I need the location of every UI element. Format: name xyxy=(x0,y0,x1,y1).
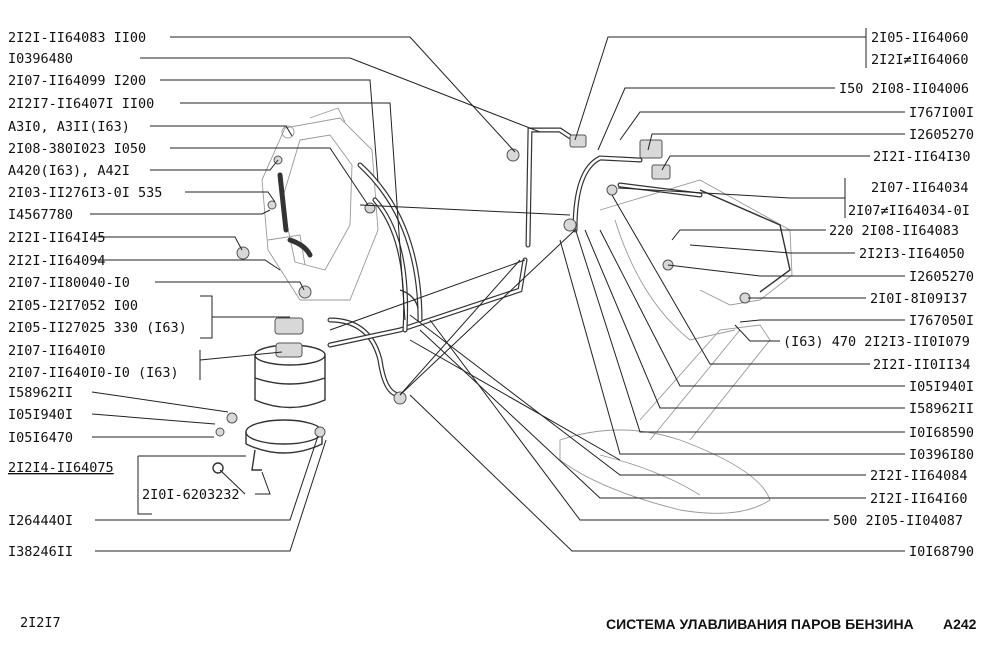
left-label-9: I4567780 xyxy=(8,207,73,223)
right-label-2: 2I2I≠II64060 xyxy=(871,52,969,68)
left-label-19: I05I6470 xyxy=(8,430,73,446)
right-label-17: I58962II xyxy=(909,401,974,417)
left-label-15: 2I07-II640I0 xyxy=(8,343,106,359)
small-parts xyxy=(215,134,751,438)
right-label-23: I0I68790 xyxy=(909,544,974,560)
right-label-1: 2I05-II64060 xyxy=(871,30,969,46)
footer-page-number: A242 xyxy=(943,616,977,632)
right-label-7: 2I07-II64034 xyxy=(871,180,969,196)
left-label-1: 2I2I-II64083 II00 xyxy=(8,30,146,46)
right-label-6: 2I2I-II64I30 xyxy=(873,149,971,165)
left-label-20: 2I2I4-II64075 xyxy=(8,460,114,476)
right-label-column: 2I05-II64060 2I2I≠II64060 I50 2I08-II040… xyxy=(783,30,974,560)
right-label-19: I0396I80 xyxy=(909,447,974,463)
right-label-22: 500 2I05-II04087 xyxy=(833,513,963,529)
left-label-10: 2I2I-II64I45 xyxy=(8,230,106,246)
hoses xyxy=(277,127,703,398)
left-label-8: 2I03-II276I3-0I 535 xyxy=(8,185,162,201)
left-label-22: I26444OI xyxy=(8,513,73,529)
left-label-4: 2I2I7-II6407I II00 xyxy=(8,96,154,112)
left-label-18: I05I940I xyxy=(8,407,73,423)
right-label-11: I2605270 xyxy=(909,269,974,285)
leader-lines xyxy=(90,28,905,552)
right-label-8: 2I07≠II64034-0I xyxy=(848,203,970,219)
right-label-4: I767I00I xyxy=(909,105,974,121)
right-label-21: 2I2I-II64I60 xyxy=(870,491,968,507)
right-label-5: I2605270 xyxy=(909,127,974,143)
right-label-10: 2I2I3-II64050 xyxy=(859,246,965,262)
left-label-23: I38246II xyxy=(8,544,73,560)
left-label-5: A3I0, A3II(I63) xyxy=(8,119,130,135)
left-label-12: 2I07-II80040-I0 xyxy=(8,275,130,291)
left-label-11: 2I2I-II64094 xyxy=(8,253,106,269)
left-label-13: 2I05-I2I7052 I00 xyxy=(8,298,138,314)
left-label-column: 2I2I-II64083 II00 I0396480 2I07-II64099 … xyxy=(8,30,240,560)
left-label-21: 2I0I-6203232 xyxy=(142,487,240,503)
left-label-3: 2I07-II64099 I200 xyxy=(8,73,146,89)
right-label-20: 2I2I-II64084 xyxy=(870,468,968,484)
footer-page-code: 2I2I7 xyxy=(20,615,61,631)
right-label-18: I0I68590 xyxy=(909,425,974,441)
left-label-6: 2I08-380I023 I050 xyxy=(8,141,146,157)
canister xyxy=(212,317,326,474)
right-label-14: (I63) 470 2I2I3-II0I079 xyxy=(783,334,970,350)
right-label-3: I50 2I08-II04006 xyxy=(839,81,969,97)
right-label-12: 2I0I-8I09I37 xyxy=(870,291,968,307)
left-label-2: I0396480 xyxy=(8,51,73,67)
right-label-16: I05I940I xyxy=(909,379,974,395)
left-label-16: 2I07-II640I0-I0 (I63) xyxy=(8,365,179,381)
left-label-14: 2I05-II27025 330 (I63) xyxy=(8,320,187,336)
right-label-13: I767050I xyxy=(909,313,974,329)
left-label-7: A420(I63), A42I xyxy=(8,163,130,179)
left-label-17: I58962II xyxy=(8,385,73,401)
footer-title: СИСТЕМА УЛАВЛИВАНИЯ ПАРОВ БЕНЗИНА xyxy=(606,616,914,632)
engine-outline xyxy=(261,107,379,301)
right-label-9: 220 2I08-II64083 xyxy=(829,223,959,239)
right-label-15: 2I2I-II0II34 xyxy=(873,357,971,373)
footer: 2I2I7 СИСТЕМА УЛАВЛИВАНИЯ ПАРОВ БЕНЗИНА … xyxy=(20,615,977,632)
